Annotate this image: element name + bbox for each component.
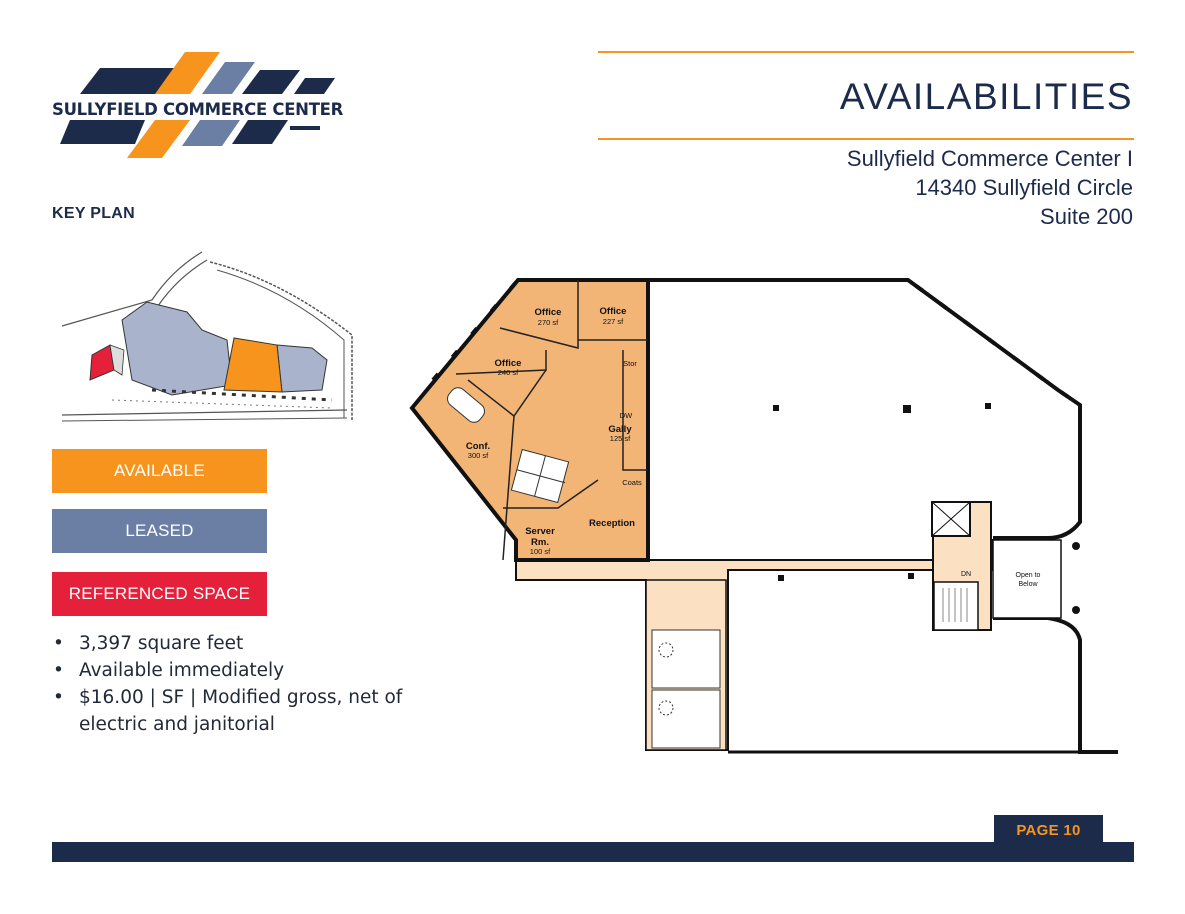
page-number-tab: PAGE 10 bbox=[994, 815, 1103, 845]
room-name-galley: Gally bbox=[608, 424, 632, 435]
page-title: AVAILABILITIES bbox=[839, 76, 1133, 117]
room-name-reception: Reception bbox=[589, 518, 635, 529]
suite-number: Suite 200 bbox=[1040, 204, 1133, 229]
label-open-to: Open to bbox=[1016, 572, 1041, 579]
room-name-server: Server bbox=[525, 526, 555, 537]
street-address: 14340 Sullyfield Circle bbox=[915, 175, 1133, 200]
header-rule-top bbox=[598, 51, 1134, 53]
key-plan-map bbox=[52, 240, 362, 430]
detail-rate: $16.00 | SF | Modified gross, net of ele… bbox=[52, 684, 412, 738]
legend-available: AVAILABLE bbox=[52, 449, 267, 493]
label-storage: Stor bbox=[623, 359, 637, 368]
legend-leased: LEASED bbox=[52, 509, 267, 553]
room-name-office-270: Office bbox=[535, 307, 562, 318]
room-name-office-240: Office bbox=[495, 358, 522, 369]
logo-stripes-graphic bbox=[60, 52, 335, 158]
label-coats: Coats bbox=[622, 478, 642, 487]
floor-plan: Office 270 sf Office 227 sf Office 240 s… bbox=[408, 270, 1128, 770]
label-dishwasher: DW bbox=[620, 411, 633, 420]
suite-address: Sullyfield Commerce Center I 14340 Sully… bbox=[847, 144, 1133, 231]
sullyfield-logo: SULLYFIELD COMMERCE CENTER bbox=[50, 48, 360, 163]
room-area-galley: 125 sf bbox=[610, 434, 631, 443]
logo-wordmark: SULLYFIELD COMMERCE CENTER bbox=[52, 100, 344, 119]
label-below: Below bbox=[1018, 581, 1038, 588]
key-plan-heading: KEY PLAN bbox=[52, 205, 136, 222]
room-area-office-227: 227 sf bbox=[603, 317, 624, 326]
legend-referenced-space: REFERENCED SPACE bbox=[52, 572, 267, 616]
room-area-conference: 300 sf bbox=[468, 451, 489, 460]
suite-details-list: 3,397 square feet Available immediately … bbox=[52, 630, 412, 738]
room-area-server: 100 sf bbox=[530, 547, 551, 556]
label-stairs-down: DN bbox=[961, 571, 971, 578]
footer-bar bbox=[52, 842, 1134, 862]
room-area-office-240: 240 sf bbox=[498, 368, 519, 377]
room-name-office-227: Office bbox=[600, 306, 627, 317]
room-name-server-rm: Rm. bbox=[531, 537, 549, 548]
room-name-conference: Conf. bbox=[466, 441, 490, 452]
building-name: Sullyfield Commerce Center I bbox=[846, 146, 1133, 171]
detail-availability: Available immediately bbox=[52, 657, 412, 684]
header-rule-bottom bbox=[598, 138, 1134, 140]
room-area-office-270: 270 sf bbox=[538, 318, 559, 327]
detail-square-feet: 3,397 square feet bbox=[52, 630, 412, 657]
